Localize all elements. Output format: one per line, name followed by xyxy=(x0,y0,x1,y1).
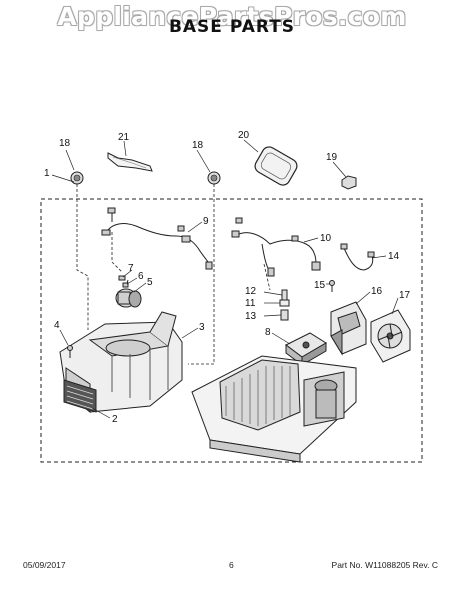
callout-18-right: 18 xyxy=(192,140,204,151)
callout-20: 20 xyxy=(238,130,250,141)
part-14-wire xyxy=(340,243,375,271)
base-chassis-right xyxy=(191,355,357,463)
part-11-connector xyxy=(279,299,290,307)
part-9-wire-harness xyxy=(101,207,213,270)
callout-6: 6 xyxy=(138,271,144,282)
callout-7: 7 xyxy=(128,263,134,274)
footer-page-number: 6 xyxy=(229,560,234,570)
part-15-screw xyxy=(329,280,335,292)
callout-10: 10 xyxy=(320,233,332,244)
callout-9: 9 xyxy=(203,216,209,227)
part-20-filter-pad xyxy=(254,146,298,186)
callout-16: 16 xyxy=(371,286,383,297)
callout-14: 14 xyxy=(388,251,400,262)
callout-5: 5 xyxy=(147,277,153,288)
callout-8: 8 xyxy=(265,327,271,338)
callout-17: 17 xyxy=(399,290,411,301)
callout-13: 13 xyxy=(245,311,257,322)
part-12-thermistor xyxy=(281,289,288,301)
part-18-left-foot xyxy=(70,171,84,185)
part-21-gasket-strip xyxy=(107,152,153,172)
footer-part-number: Part No. W11088205 Rev. C xyxy=(331,560,438,570)
leader-lines xyxy=(76,184,271,365)
callout-18-left: 18 xyxy=(59,138,71,149)
part-6-terminal xyxy=(122,282,129,288)
part-10-wire-harness xyxy=(231,217,321,277)
part-19-clip xyxy=(341,175,357,190)
callout-2: 2 xyxy=(112,414,118,425)
part-13-bracket xyxy=(280,309,289,321)
part-18-right-foot xyxy=(207,171,221,185)
callout-11: 11 xyxy=(245,298,256,309)
part-4-screw xyxy=(67,345,73,358)
callout-leaders xyxy=(51,139,399,419)
callout-3: 3 xyxy=(199,322,205,333)
callout-21: 21 xyxy=(118,132,130,143)
part-2-grille xyxy=(63,379,97,413)
callout-1: 1 xyxy=(44,168,50,179)
part-16-mounting-bracket xyxy=(330,301,367,356)
part-17-cooling-fan xyxy=(370,309,411,363)
footer-date: 05/09/2017 xyxy=(23,560,66,570)
callout-12: 12 xyxy=(245,286,257,297)
callout-15: 15 xyxy=(314,280,326,291)
callout-19: 19 xyxy=(326,152,338,163)
page-title: BASE PARTS xyxy=(168,17,296,37)
assembly-boundary-box xyxy=(40,198,423,463)
watermark: AppliancePartsPros.com xyxy=(57,2,407,31)
part-7-clip xyxy=(118,275,126,281)
callout-4: 4 xyxy=(54,320,60,331)
